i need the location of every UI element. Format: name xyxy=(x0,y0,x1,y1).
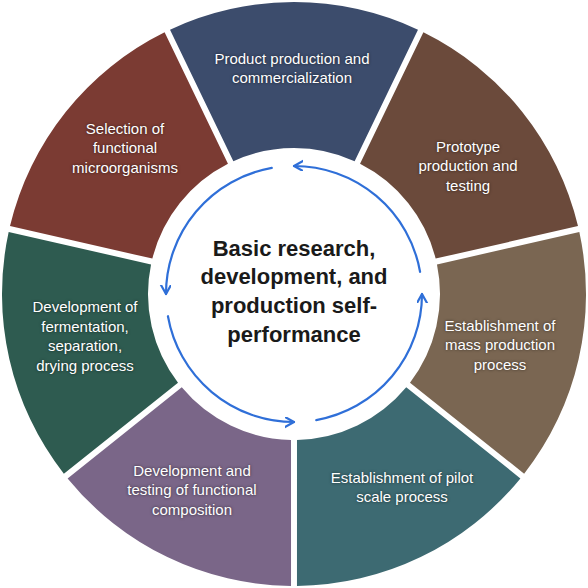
text-group: Development of fermentation, separation,… xyxy=(26,297,144,375)
text-group: Product production and commercialization xyxy=(202,49,382,88)
segment-wedge xyxy=(410,232,586,474)
text-group: Selection of functional microorganisms xyxy=(64,119,186,178)
text-group: Development and testing of functional co… xyxy=(117,461,267,520)
ring-segment: Selection of functional microorganisms xyxy=(9,30,231,262)
step-label: Development and testing of functional co… xyxy=(117,461,267,520)
step-label: Establishment of pilot scale process xyxy=(327,468,477,507)
ring-segment: Establishment of mass production process xyxy=(408,229,586,477)
step-label: Development of fermentation, separation,… xyxy=(26,297,144,375)
center-title: Basic research, development, and product… xyxy=(192,235,397,349)
text-group: Establishment of pilot scale process xyxy=(327,468,477,507)
center-circle: Basic research, development, and product… xyxy=(144,144,444,444)
segment-wedge xyxy=(170,2,418,161)
step-label: Product production and commercialization xyxy=(202,49,382,88)
text-group: Basic research, development, and product… xyxy=(192,235,397,349)
step-label: Establishment of mass production process xyxy=(432,316,568,375)
ring-segment: Development and testing of functional co… xyxy=(65,385,295,586)
ring-segment: Development of fermentation, separation,… xyxy=(2,229,180,477)
step-label: Selection of functional microorganisms xyxy=(64,119,186,178)
text-group: Establishment of mass production process xyxy=(432,316,568,375)
segment-wedge xyxy=(68,387,291,586)
step-label: Prototype production and testing xyxy=(408,137,528,196)
ring-segment: Product production and commercialization xyxy=(167,2,421,163)
ring-segment: Prototype production and testing xyxy=(357,30,579,262)
text-group: Prototype production and testing xyxy=(408,137,528,196)
ring-segment: Establishment of pilot scale process xyxy=(293,385,523,586)
